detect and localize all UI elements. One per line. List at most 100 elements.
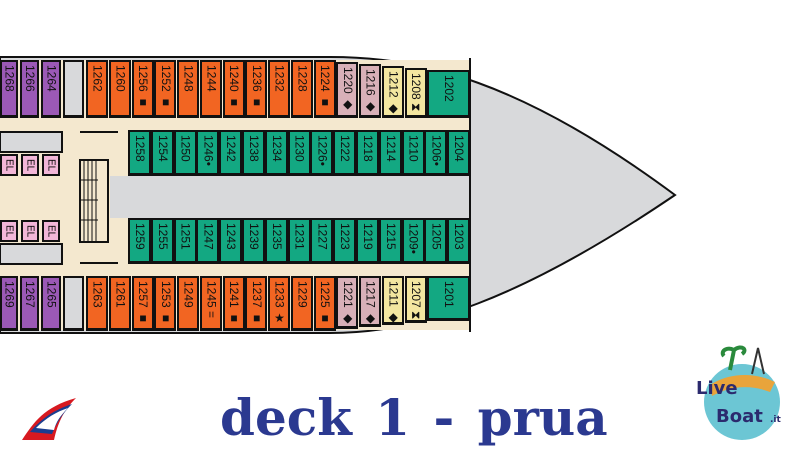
cabin-number: 1219 — [361, 223, 375, 250]
cabin-1241[interactable]: 1241 ■ — [222, 276, 245, 331]
cabin-number: 1243 — [224, 223, 239, 250]
cabin-1244[interactable]: 1244 — [199, 60, 222, 118]
cabin-1207[interactable]: 1207 ⧗ — [404, 276, 427, 323]
cabin-number: 1215 — [383, 223, 398, 250]
cabin-1205[interactable]: 1205 — [424, 218, 448, 264]
cabin-1230[interactable]: 1230 — [287, 130, 311, 176]
cabin-number: 1230 — [292, 135, 307, 162]
cabin-1264[interactable]: 1264 — [41, 60, 61, 118]
cabin-1225[interactable]: 1225 ■ — [313, 276, 336, 331]
cabin-number: 1235 — [269, 223, 284, 250]
cabin-1202[interactable]: 1202 — [427, 70, 470, 118]
cabin-1222[interactable]: 1222 — [333, 130, 357, 176]
cabin-number: 1246• — [201, 135, 216, 166]
cabin-1209•[interactable]: 1209• — [401, 218, 425, 264]
cabin-1265[interactable]: 1265 — [41, 276, 61, 331]
cabin-number: 1239 — [247, 223, 261, 250]
cabin-1211[interactable]: 1211 ◆ — [381, 276, 404, 325]
cabin-1224[interactable]: 1224 ■ — [313, 60, 336, 118]
cabin-1259[interactable]: 1259 — [128, 218, 151, 264]
cabin-number: 1259 — [133, 223, 147, 250]
cabin-1220[interactable]: 1220 ◆ — [336, 62, 359, 118]
cabin-1208[interactable]: 1208 ⧗ — [404, 68, 427, 118]
cabin-1243[interactable]: 1243 — [219, 218, 243, 264]
cabin-1263[interactable]: 1263 — [86, 276, 108, 331]
cabin-1231[interactable]: 1231 — [287, 218, 311, 264]
cabin-number: 1264 — [44, 65, 59, 92]
cabin-1221[interactable]: 1221 ◆ — [336, 276, 359, 329]
cabin-1214[interactable]: 1214 — [378, 130, 402, 176]
cabin-number: 1227 — [315, 223, 330, 250]
cabin-number: 1222 — [338, 135, 353, 162]
cabin-number: 1212 ◆ — [386, 71, 401, 116]
cabin-number: 1236 ■ — [249, 65, 264, 110]
cabin-number: 1226• — [315, 135, 330, 166]
cabin-1232[interactable]: 1232 — [268, 60, 290, 118]
cabin-1206•[interactable]: 1206• — [424, 130, 448, 176]
cabin-number: 1245 = — [204, 281, 219, 319]
cabin-1219[interactable]: 1219 — [356, 218, 379, 264]
cabin-number: 1267 — [23, 281, 37, 308]
elevator: EL — [21, 154, 39, 176]
cabin-1201[interactable]: 1201 — [427, 276, 470, 321]
cabin-number: 1258 — [133, 135, 147, 162]
cabin-1249[interactable]: 1249 — [177, 276, 199, 331]
cabin-1212[interactable]: 1212 ◆ — [381, 66, 404, 118]
cabin-1235[interactable]: 1235 — [264, 218, 288, 264]
cabin-1258[interactable]: 1258 — [128, 130, 151, 176]
cabin-1223[interactable]: 1223 — [333, 218, 357, 264]
carnival-logo — [22, 398, 76, 440]
cabin-number: 1220 ◆ — [340, 67, 355, 112]
cabin-1253[interactable]: 1253 ■ — [154, 276, 177, 331]
cabin-number: 1269 — [2, 281, 17, 308]
cabin-number: 1238 — [247, 135, 261, 162]
cabin-1240[interactable]: 1240 ■ — [222, 60, 245, 118]
cabin-1254[interactable]: 1254 — [150, 130, 174, 176]
cabin-number: 1249 — [181, 281, 196, 308]
cabin-1228[interactable]: 1228 — [290, 60, 313, 118]
cabin-service[interactable] — [63, 276, 84, 331]
cabin-1237[interactable]: 1237 ■ — [245, 276, 268, 331]
cabin-number: 1242 — [224, 135, 239, 162]
cabin-1216[interactable]: 1216 ◆ — [359, 64, 381, 118]
cabin-1269[interactable]: 1269 — [0, 276, 18, 331]
cabin-1257[interactable]: 1257 ■ — [131, 276, 154, 331]
cabin-1245[interactable]: 1245 = — [199, 276, 222, 331]
cabin-1236[interactable]: 1236 ■ — [245, 60, 268, 118]
cabin-1226•[interactable]: 1226• — [310, 130, 334, 176]
cabin-1227[interactable]: 1227 — [310, 218, 334, 264]
cabin-1210[interactable]: 1210 — [401, 130, 425, 176]
cabin-1260[interactable]: 1260 — [108, 60, 131, 118]
cabin-1203[interactable]: 1203 — [447, 218, 471, 264]
cabin-1234[interactable]: 1234 — [264, 130, 288, 176]
cabin-1238[interactable]: 1238 — [242, 130, 265, 176]
cabin-1218[interactable]: 1218 — [356, 130, 379, 176]
cabin-1233[interactable]: 1233 ★ — [268, 276, 290, 331]
cabin-1204[interactable]: 1204 — [447, 130, 471, 176]
cabin-1229[interactable]: 1229 — [290, 276, 313, 331]
cabin-1252[interactable]: 1252 ■ — [154, 60, 177, 118]
cabin-1262[interactable]: 1262 — [86, 60, 108, 118]
cabin-1261[interactable]: 1261 — [108, 276, 131, 331]
svg-text:Live: Live — [696, 378, 738, 399]
cabin-1267[interactable]: 1267 — [20, 276, 39, 331]
cabin-1266[interactable]: 1266 — [20, 60, 39, 118]
cabin-1251[interactable]: 1251 — [173, 218, 197, 264]
cabin-1250[interactable]: 1250 — [173, 130, 197, 176]
cabin-1247[interactable]: 1247 — [196, 218, 220, 264]
cabin-1239[interactable]: 1239 — [242, 218, 265, 264]
cabin-1256[interactable]: 1256 ■ — [131, 60, 154, 118]
cabin-1215[interactable]: 1215 — [378, 218, 402, 264]
cabin-1246•[interactable]: 1246• — [196, 130, 220, 176]
cabin-number: 1263 — [90, 281, 105, 308]
stairway — [79, 159, 109, 243]
cabin-1255[interactable]: 1255 — [150, 218, 174, 264]
cabin-number: 1201 — [442, 281, 457, 308]
cabin-number: 1244 — [204, 65, 219, 92]
cabin-service[interactable] — [63, 60, 84, 118]
cabin-1217[interactable]: 1217 ◆ — [359, 276, 381, 327]
cabin-number: 1202 — [442, 75, 457, 102]
cabin-1268[interactable]: 1268 — [0, 60, 18, 118]
cabin-1248[interactable]: 1248 — [177, 60, 199, 118]
cabin-1242[interactable]: 1242 — [219, 130, 243, 176]
